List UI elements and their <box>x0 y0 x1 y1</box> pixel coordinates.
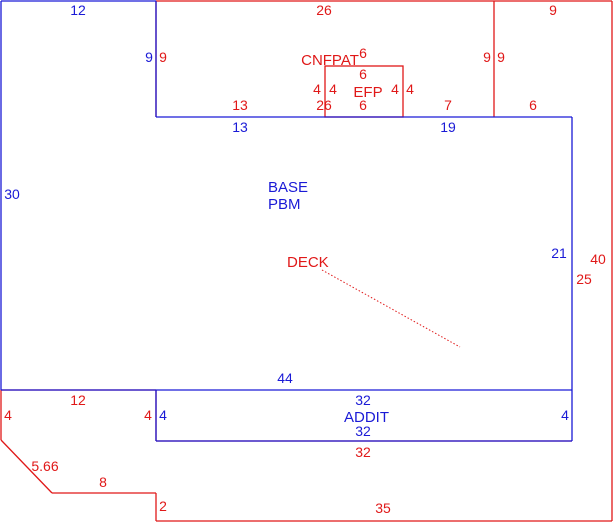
dim-label: 4 <box>329 81 337 97</box>
dim-label: 4 <box>159 407 167 423</box>
deck-leader <box>321 269 461 348</box>
dim-label: 4 <box>561 407 569 423</box>
dim-label: 9 <box>549 2 557 18</box>
dim-label: 6 <box>359 45 367 61</box>
dim-label: 44 <box>277 370 293 386</box>
dim-label: 6 <box>359 97 367 113</box>
dim-label: 13 <box>232 119 248 135</box>
blue-outline <box>0 0 573 442</box>
dim-label: 2 <box>159 498 167 514</box>
dim-label: 35 <box>375 500 391 516</box>
dim-label: 8 <box>99 474 107 490</box>
dim-label: 32 <box>355 423 371 439</box>
dim-label: 4 <box>313 81 321 97</box>
dim-label: 40 <box>590 251 606 267</box>
dim-label: 12 <box>70 392 86 408</box>
dim-label: 9 <box>497 49 505 65</box>
dim-label: 21 <box>551 245 567 261</box>
area-name-deck: DECK <box>287 254 329 271</box>
dim-label: 4 <box>144 407 152 423</box>
area-name-overlap: CNFPAT <box>301 52 359 69</box>
dim-label: 19 <box>440 119 456 135</box>
dim-label: 5.66 <box>31 458 58 474</box>
dim-label: 4 <box>391 81 399 97</box>
dim-label: 9 <box>483 49 491 65</box>
dim-label: 13 <box>232 97 248 113</box>
dim-label: 26 <box>316 2 332 18</box>
dim-label: 32 <box>355 444 371 460</box>
area-name-addit: ADDIT <box>344 409 389 426</box>
dim-label: 6 <box>529 97 537 113</box>
dim-label: 9 <box>159 49 167 65</box>
dim-label: 12 <box>70 2 86 18</box>
dim-label: 4 <box>406 81 414 97</box>
red-diagonal <box>0 439 53 494</box>
dim-label: 9 <box>145 49 153 65</box>
area-name-base: BASE <box>268 179 308 196</box>
dim-label: 30 <box>4 186 20 202</box>
dim-label: 4 <box>4 407 12 423</box>
dim-label: 25 <box>576 271 592 287</box>
dim-label: 32 <box>355 392 371 408</box>
dim-label: 7 <box>444 97 452 113</box>
area-name-efp: EFP <box>353 84 382 101</box>
area-name-pbm: PBM <box>268 196 301 213</box>
dim-label: 6 <box>359 66 367 82</box>
dim-label: 26 <box>316 97 332 113</box>
